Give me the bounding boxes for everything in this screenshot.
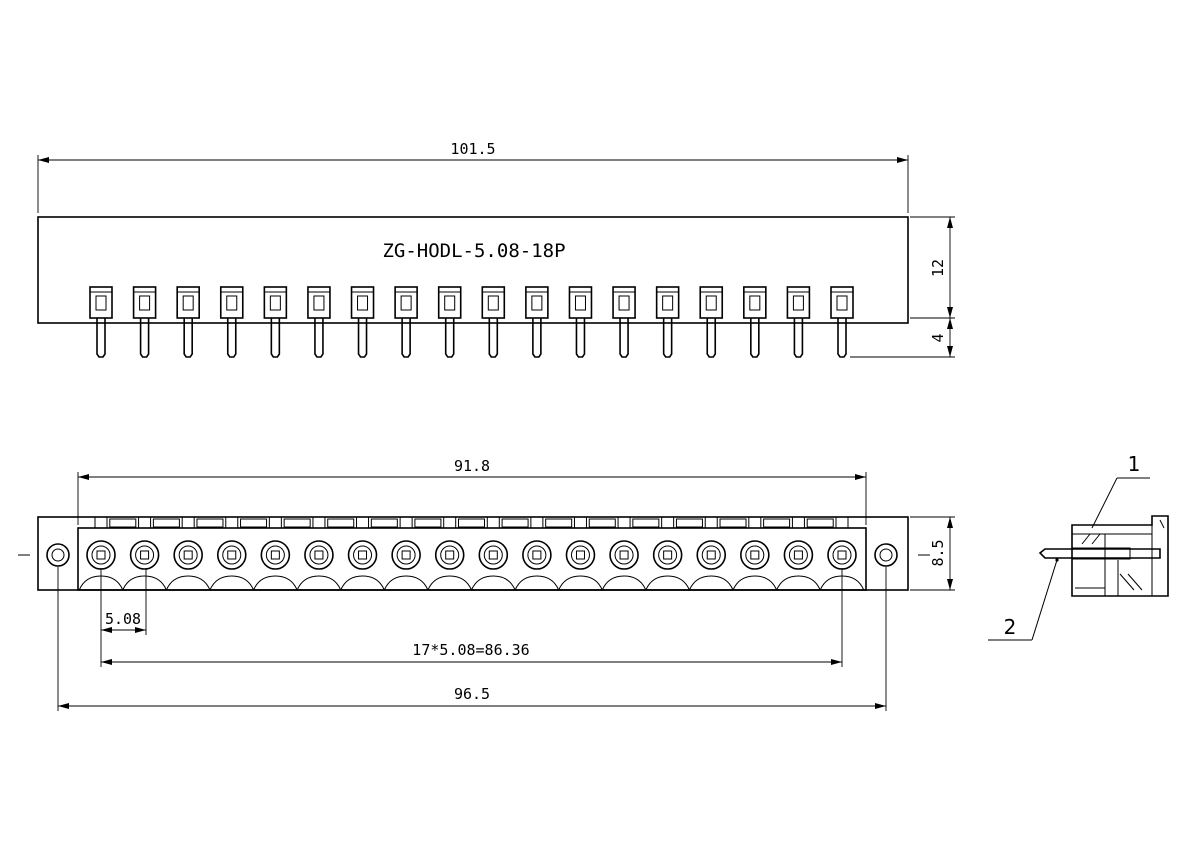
front-pin (219, 286, 244, 358)
top-terminal (601, 516, 660, 591)
front-pin (568, 286, 593, 358)
front-pin (132, 286, 157, 358)
top-terminal (688, 516, 747, 591)
front-pins (89, 286, 854, 358)
dim-pitch: 5.08 (100, 568, 147, 667)
front-pin (307, 286, 331, 358)
dim-depth-label: 8.5 (929, 539, 947, 566)
mounting-hole-left (46, 543, 70, 567)
top-terminal (471, 516, 529, 591)
callout-2-label: 2 (1004, 615, 1017, 639)
top-terminal (558, 516, 616, 591)
side-pin (1038, 548, 1161, 559)
front-pin (699, 286, 724, 358)
top-terminal (383, 516, 442, 591)
front-pin (263, 286, 288, 358)
callout-1-label: 1 (1128, 452, 1141, 476)
dim-inner-width: 91.8 (77, 457, 867, 525)
front-pin (481, 286, 506, 358)
front-pin (525, 286, 549, 358)
dim-pitch-span-label: 17*5.08=86.36 (412, 641, 529, 659)
connector-body-front (37, 216, 909, 324)
front-view: ZG-HODL-5.08-18P (37, 216, 909, 358)
dim-pin-length-label: 4 (929, 333, 947, 342)
front-pin (437, 286, 462, 358)
top-terminal (776, 516, 834, 591)
dim-body-height-label: 12 (929, 259, 947, 277)
front-pin (786, 286, 811, 358)
front-pin (830, 286, 854, 358)
dim-overall-length: 101.5 (37, 140, 909, 213)
dim-overall-length-label: 101.5 (450, 140, 495, 158)
top-terminal (427, 516, 485, 591)
part-number-label: ZG-HODL-5.08-18P (382, 240, 565, 262)
top-terminal (253, 516, 311, 591)
top-terminal (165, 516, 224, 591)
top-terminal (122, 516, 180, 591)
dim-depth: 8.5 (910, 516, 955, 591)
front-pin (655, 286, 680, 358)
top-terminal (732, 516, 791, 591)
dim-mount-span: 96.5 (57, 567, 887, 711)
front-pin (743, 286, 767, 358)
top-terminal (209, 516, 268, 591)
top-terminal (645, 516, 703, 591)
front-pin (350, 286, 375, 358)
top-view (18, 516, 930, 591)
callout-1: 1 (1091, 452, 1150, 529)
callout-2: 2 (988, 559, 1058, 641)
dim-body-height: 12 4 (850, 216, 955, 358)
top-terminal (340, 516, 398, 591)
dim-pitch-label: 5.08 (105, 610, 141, 628)
side-pin-cavity (1071, 547, 1131, 560)
front-pin (176, 286, 200, 358)
side-view (1038, 515, 1169, 597)
side-housing (1071, 515, 1169, 597)
dim-pitch-span: 17*5.08=86.36 (101, 568, 843, 667)
front-pin (89, 286, 113, 358)
top-terminal (514, 516, 573, 591)
dim-mount-span-label: 96.5 (454, 685, 490, 703)
front-pin (612, 286, 636, 358)
top-terminal (296, 516, 355, 591)
mounting-hole-right (874, 543, 898, 567)
top-view-terminals (78, 516, 865, 591)
dim-inner-width-label: 91.8 (454, 457, 490, 475)
side-hatch (1081, 519, 1165, 591)
front-pin (394, 286, 418, 358)
